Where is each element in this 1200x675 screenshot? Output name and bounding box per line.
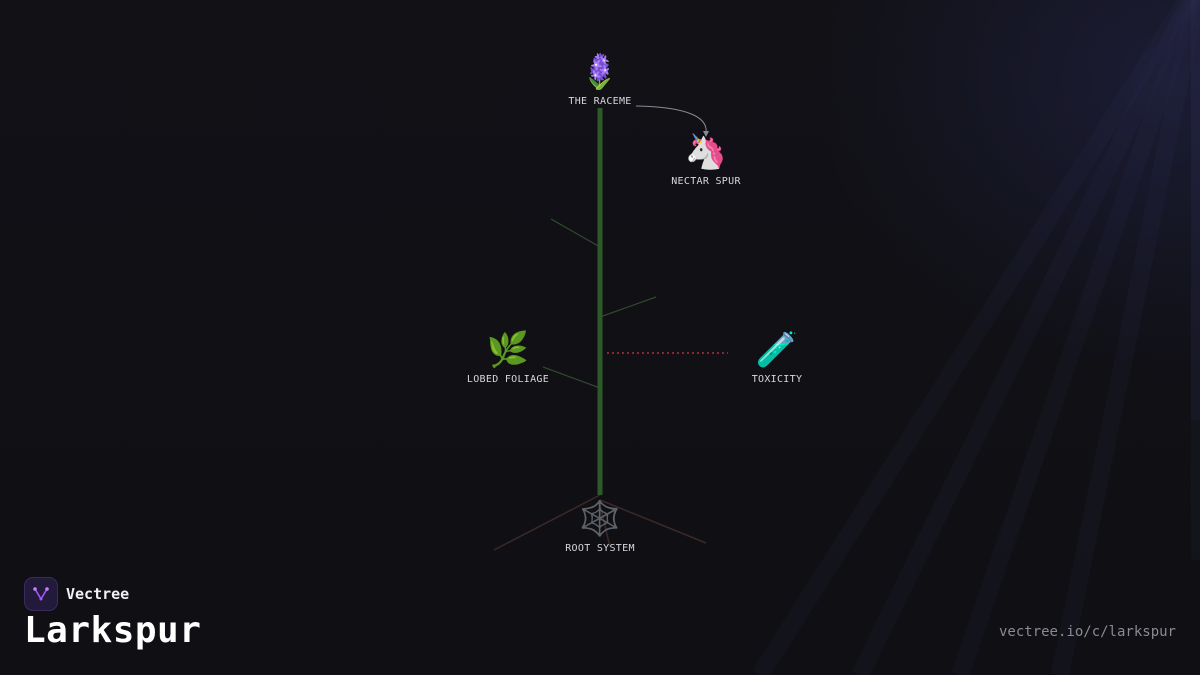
root-line-left: [493, 494, 601, 551]
branch-upper-left: [550, 218, 601, 248]
brand-name: Vectree: [66, 585, 130, 603]
root-line-center: [599, 504, 611, 548]
node-label: THE RACEME: [568, 96, 632, 107]
node-label: LOBED FOLIAGE: [466, 374, 550, 385]
node-label: ROOT SYSTEM: [565, 543, 635, 554]
page-title: Larkspur: [24, 610, 202, 651]
share-url[interactable]: vectree.io/c/larkspur: [998, 624, 1176, 640]
branch-middle-right: [599, 296, 657, 318]
node-toxicity[interactable]: 🧪 TOXICITY: [697, 330, 857, 385]
connector-arrowhead: [703, 131, 709, 137]
node-nectar-spur[interactable]: 🦄 NECTAR SPUR: [626, 132, 786, 187]
connector-raceme-to-nectar-spur: [635, 105, 707, 134]
branch-lower-left: [542, 366, 601, 389]
node-label: NECTAR SPUR: [671, 176, 741, 187]
spider-web-icon: 🕸️: [578, 499, 622, 539]
hyacinth-icon: 🪻: [578, 52, 622, 92]
brand[interactable]: Vectree: [24, 577, 129, 611]
test-tube-icon: 🧪: [755, 330, 799, 370]
node-label: TOXICITY: [751, 374, 803, 385]
root-line-right: [599, 499, 707, 544]
node-raceme[interactable]: 🪻 THE RACEME: [520, 52, 680, 107]
node-lobed-foliage[interactable]: 🌿 LOBED FOLIAGE: [428, 330, 588, 385]
vector-branch-icon: [24, 577, 58, 611]
unicorn-icon: 🦄: [684, 132, 728, 172]
node-root-system[interactable]: 🕸️ ROOT SYSTEM: [520, 499, 680, 554]
herb-icon: 🌿: [486, 330, 530, 370]
